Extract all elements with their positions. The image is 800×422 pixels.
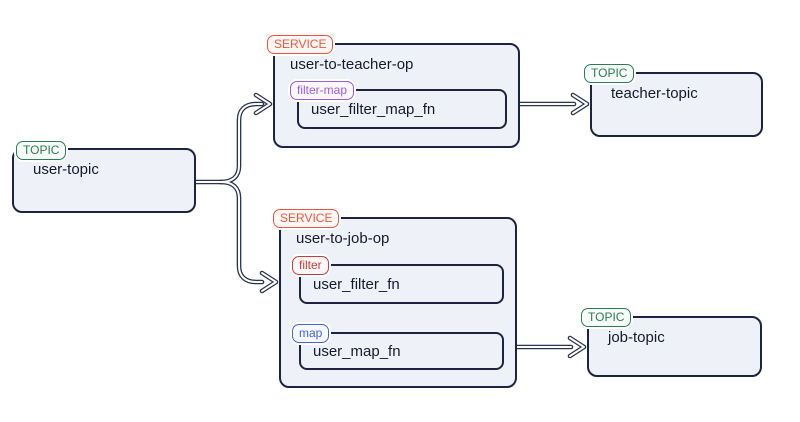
topic-badge: TOPIC [584,64,635,83]
node-label-job-topic: job-topic [608,329,665,346]
node-label-user-topic: user-topic [33,161,99,178]
edge-user-to-job-service [218,179,265,285]
service-title: user-to-job-op [296,230,390,247]
operator-filter-map[interactable]: filter-map user_filter_map_fn [290,81,507,129]
topic-badge: TOPIC [16,141,67,160]
operator-map[interactable]: map user_map_fn [292,324,504,370]
fn-label-user-filter-fn: user_filter_fn [313,275,400,293]
node-job-topic[interactable]: TOPIC job-topic [581,308,762,377]
map-badge: map [292,324,330,343]
filter-map-badge: filter-map [290,81,355,100]
filter-badge: filter [292,256,329,275]
service-title: user-to-teacher-op [290,56,414,73]
topic-badge: TOPIC [581,308,632,327]
node-teacher-topic[interactable]: TOPIC teacher-topic [584,64,763,137]
node-service-user-to-job-op[interactable]: SERVICE user-to-job-op filter user_filte… [273,209,517,388]
node-user-topic[interactable]: TOPIC user-topic [12,141,196,213]
fn-label-user-map-fn: user_map_fn [313,342,401,360]
service-badge: SERVICE [267,35,334,54]
edge-user-to-teacher-service [218,101,265,185]
node-service-user-to-teacher-op[interactable]: SERVICE user-to-teacher-op filter-map us… [267,35,520,148]
node-label-teacher-topic: teacher-topic [611,85,698,102]
service-badge: SERVICE [273,209,340,228]
operator-filter[interactable]: filter user_filter_fn [292,256,504,304]
fn-label-user-filter-map-fn: user_filter_map_fn [311,100,436,118]
